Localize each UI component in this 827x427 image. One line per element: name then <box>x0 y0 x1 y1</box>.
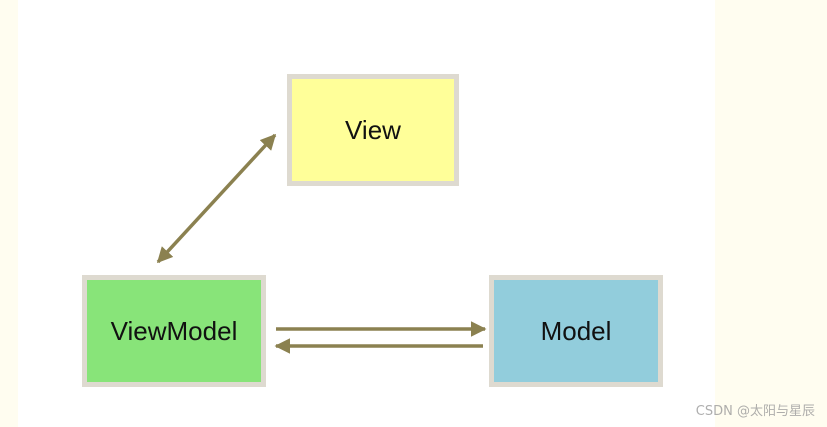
view-node: View <box>287 74 459 186</box>
model-node: Model <box>489 275 663 387</box>
watermark: CSDN @太阳与星辰 <box>695 404 815 419</box>
model-node-label: Model <box>540 315 612 346</box>
viewmodel-node: ViewModel <box>82 275 266 387</box>
view-node-label: View <box>345 114 401 145</box>
viewmodel-node-label: ViewModel <box>110 315 238 346</box>
arrow-viewmodel-view <box>156 133 277 264</box>
